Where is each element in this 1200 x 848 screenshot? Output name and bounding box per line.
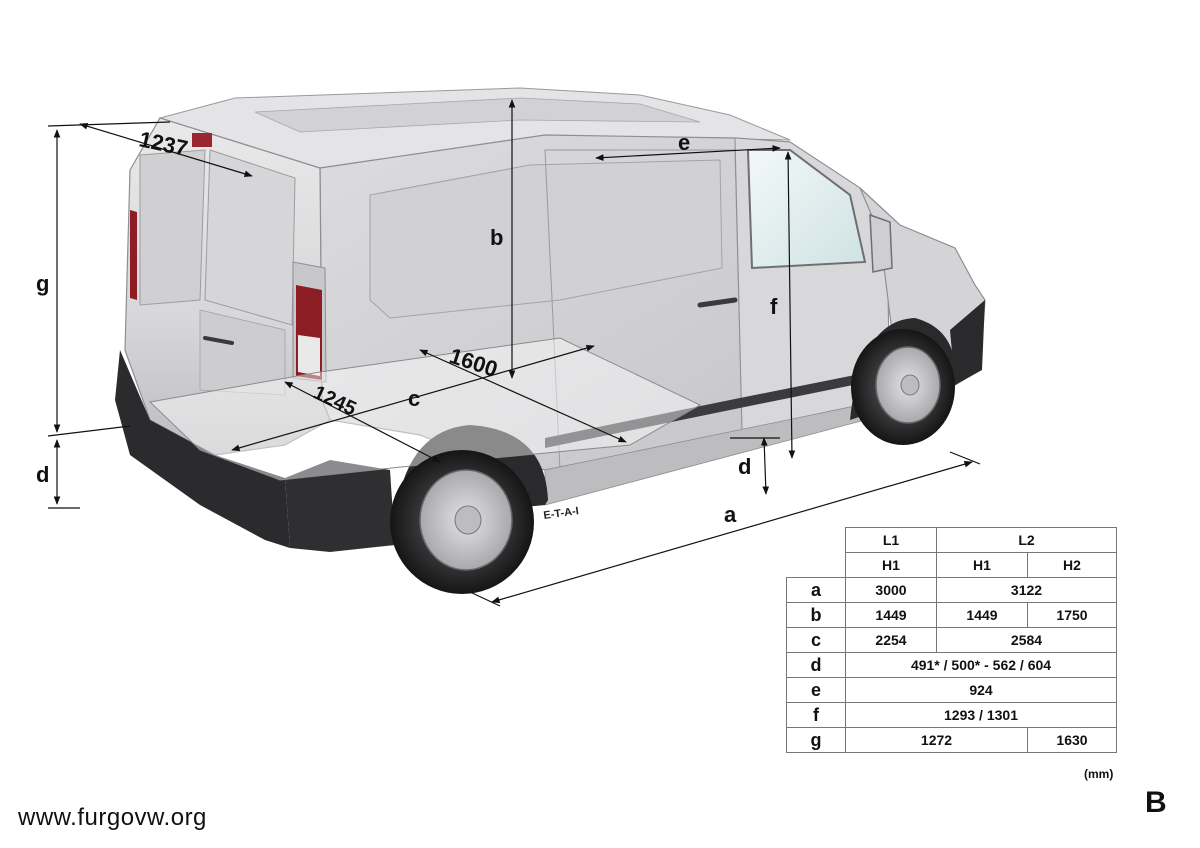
dimensions-table: L1 L2 H1 H1 H2 a 3000 3122 b 1449 1449 1…: [786, 527, 1117, 753]
cell-c-l2: 2584: [936, 627, 1117, 653]
table-row: e 924: [786, 677, 1117, 703]
row-label-b: b: [786, 602, 846, 628]
figure-letter: B: [1145, 786, 1167, 819]
rear-door-left: [139, 149, 206, 306]
front-window: [746, 149, 867, 270]
label-d-left: d: [36, 462, 49, 487]
label-g: g: [36, 271, 49, 296]
row-label-f: f: [786, 702, 846, 728]
header-l1: L1: [845, 527, 937, 553]
van-illustration: [115, 87, 986, 552]
dim-f-line: [784, 151, 796, 459]
header-l1-h1: H1: [845, 552, 937, 578]
dim-c-line: [231, 344, 595, 452]
label-e: e: [678, 130, 690, 155]
row-label-g: g: [786, 727, 846, 753]
rear-door-right: [204, 149, 296, 326]
cell-e-all: 924: [845, 677, 1117, 703]
rear-wheel: [390, 450, 534, 594]
cell-b-l1: 1449: [845, 602, 937, 628]
row-label-c: c: [786, 627, 846, 653]
dim-a-line: [491, 460, 973, 604]
dim-width-top-line: [79, 122, 253, 178]
row-label-a: a: [786, 577, 846, 603]
cell-c-l1: 2254: [845, 627, 937, 653]
dimension-lines: [47, 99, 981, 607]
cell-b-l2h1: 1449: [936, 602, 1028, 628]
header-l2-h2: H2: [1027, 552, 1117, 578]
cell-a-l1: 3000: [845, 577, 937, 603]
row-label-e: e: [786, 677, 846, 703]
row-label-d: d: [786, 652, 846, 678]
label-b: b: [490, 225, 503, 250]
header-l2: L2: [936, 527, 1117, 553]
rear-bumper: [115, 350, 290, 548]
etai-brand-mark: E-T-A-I: [543, 505, 580, 522]
table-row: c 2254 2584: [786, 627, 1117, 653]
header-l2-h1: H1: [936, 552, 1028, 578]
label-a: a: [724, 502, 737, 527]
cell-b-l2h2: 1750: [1027, 602, 1117, 628]
cell-a-l2: 3122: [936, 577, 1117, 603]
unit-label: (mm): [1084, 767, 1114, 781]
front-wheel: [851, 329, 955, 445]
cell-f-all: 1293 / 1301: [845, 702, 1117, 728]
table-row: b 1449 1449 1750: [786, 602, 1117, 628]
table-header-row-2: H1 H1 H2: [787, 552, 1117, 578]
table-row: g 1272 1630: [786, 727, 1117, 753]
watermark: www.furgovw.org: [18, 804, 207, 831]
table-row: a 3000 3122: [786, 577, 1117, 603]
side-mirror: [869, 213, 893, 273]
cell-g-l1l2h1: 1272: [845, 727, 1028, 753]
cell-g-h2: 1630: [1027, 727, 1117, 753]
dim-e-line: [595, 145, 781, 161]
label-f: f: [770, 294, 778, 319]
table-header-row-1: L1 L2: [787, 527, 1117, 553]
cell-d-all: 491* / 500* - 562 / 604: [845, 652, 1117, 678]
table-row: d 491* / 500* - 562 / 604: [786, 652, 1117, 678]
table-row: f 1293 / 1301: [786, 702, 1117, 728]
label-d-right: d: [738, 454, 751, 479]
label-c: c: [408, 386, 420, 411]
